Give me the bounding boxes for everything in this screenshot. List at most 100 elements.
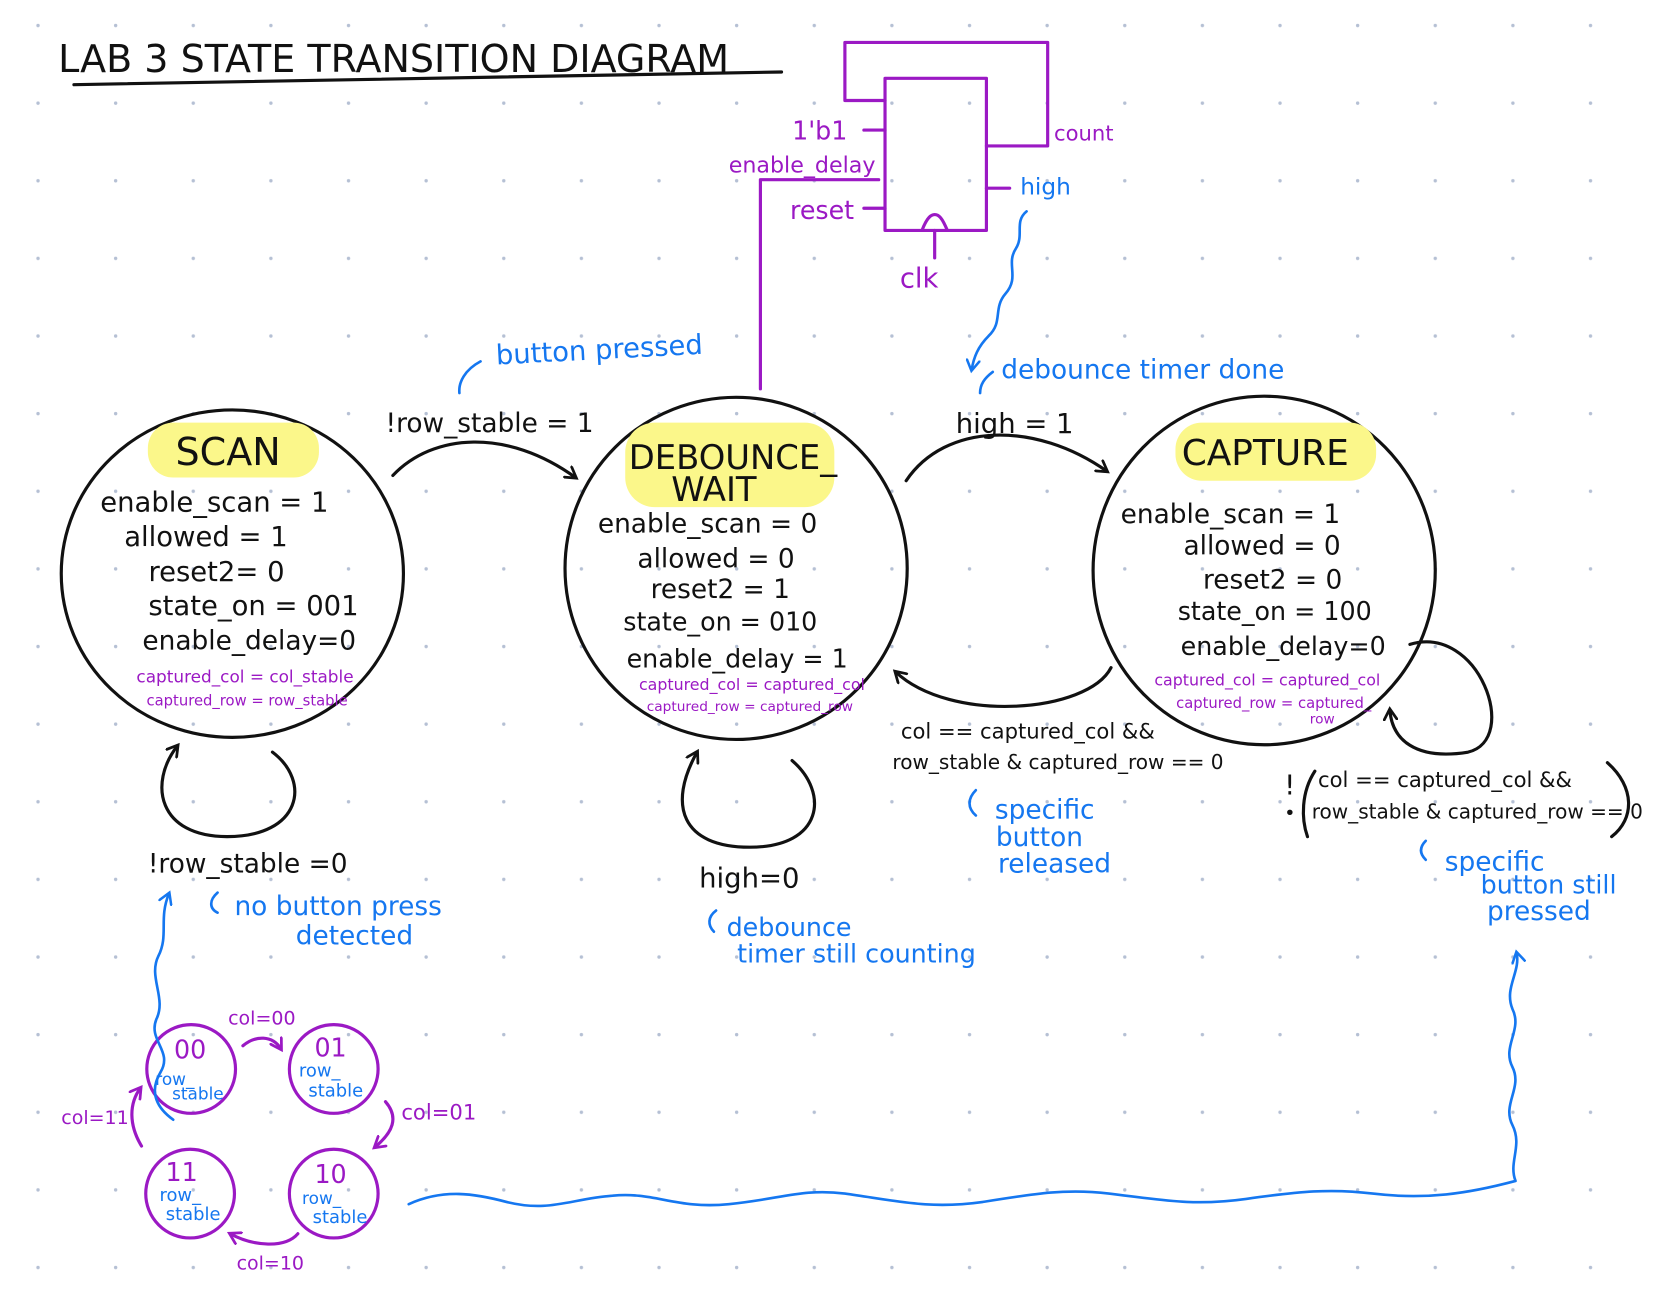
transition-note: debounce timer done [1001, 354, 1284, 385]
capture-line: row [1310, 712, 1335, 728]
transition-note: no button press [234, 891, 441, 922]
edge-label: col=01 [401, 1100, 476, 1125]
output-line: allowed = 1 [124, 522, 287, 553]
enable-delay-wire [758, 178, 881, 391]
transition-debounce-to-capture: high = 1 debounce timer done [904, 354, 1284, 483]
output-line: reset2= 0 [148, 557, 284, 588]
transition-note: timer still counting [737, 938, 976, 968]
high-signal-wavy-arrow [972, 210, 1028, 369]
state-scan: SCAN enable_scan = 1 allowed = 1 reset2=… [59, 408, 406, 739]
debounce-counter-block: count 1'b1 enable_delay reset clk high [729, 40, 1114, 391]
output-line: reset2 = 1 [651, 574, 790, 605]
state-circle [1091, 394, 1437, 747]
transition-condition: !row_stable = 1 [385, 408, 593, 439]
clock-triangle-icon [920, 212, 949, 232]
state-name: DEBOUNCE_ [629, 438, 838, 477]
state-capture: CAPTURE enable_scan = 1 allowed = 0 rese… [1091, 394, 1437, 747]
transition-note: button [996, 822, 1083, 853]
edge-10-to-11 [230, 1234, 300, 1246]
edge-label: col=11 [61, 1107, 128, 1129]
output-line: enable_scan = 0 [598, 508, 818, 539]
output-line: enable_delay=0 [1181, 631, 1386, 661]
capture-line: captured_row = captured_row [647, 699, 853, 715]
output-line: state_on = 001 [148, 591, 358, 622]
state-circle [563, 395, 909, 742]
transition-note: specific [995, 795, 1095, 826]
edge-label: col=00 [228, 1008, 295, 1030]
transition-condition: row_stable & captured_row == 0 [1312, 800, 1643, 824]
transition-debounce-self: high=0 debounce timer still counting [680, 752, 976, 968]
high-output-label: high [1020, 174, 1071, 201]
state-label: row_ [155, 1069, 195, 1090]
output-line: enable_scan = 1 [1121, 499, 1341, 530]
state-code: 00 [174, 1034, 206, 1064]
scanner-state-00 [145, 1023, 238, 1115]
bullet: • [1284, 803, 1295, 825]
output-line: state_on = 010 [623, 607, 817, 637]
output-line: reset2 = 0 [1203, 564, 1342, 595]
const-input-label: 1'b1 [792, 116, 847, 146]
highlight [1175, 422, 1377, 481]
transition-condition: col == captured_col && [901, 718, 1155, 744]
output-line: enable_scan = 1 [100, 487, 328, 518]
open-paren [1301, 769, 1317, 839]
output-line: allowed = 0 [637, 543, 794, 574]
state-label: stable [166, 1204, 221, 1225]
highlight [625, 422, 835, 508]
state-circle [59, 408, 406, 739]
transition-note: pressed [1487, 896, 1591, 927]
scanner-state-11 [144, 1147, 237, 1240]
transition-condition: col == captured_col && [1318, 767, 1572, 793]
row-stable-wavy-arrow [153, 894, 175, 1121]
state-code: 11 [166, 1157, 198, 1187]
scanner-fsm: 00 row_ stable 01 row_ stable 10 row_ st… [61, 1008, 476, 1275]
state-label: stable [308, 1080, 363, 1101]
edge-00-to-01 [241, 1038, 281, 1049]
state-label: stable [313, 1207, 368, 1228]
transition-condition: high=0 [699, 863, 799, 894]
transition-note: specific [1445, 846, 1545, 877]
capture-line: captured_row = captured_ [1176, 695, 1372, 712]
state-code: 10 [314, 1159, 346, 1189]
note-tick [968, 788, 978, 817]
transition-condition: high = 1 [956, 409, 1074, 440]
state-code: 01 [314, 1032, 346, 1062]
arrow [391, 440, 576, 478]
output-line: allowed = 0 [1183, 531, 1340, 562]
capture-line: captured_row = row_stable [147, 693, 348, 710]
state-label: stable [172, 1084, 224, 1104]
reset-input-label: reset [790, 195, 854, 225]
transition-capture-to-debounce: col == captured_col && row_stable & capt… [892, 666, 1224, 880]
arrow [904, 433, 1107, 483]
scanner-state-10 [287, 1147, 380, 1240]
state-label: row_ [159, 1185, 202, 1206]
transition-note: released [998, 849, 1111, 880]
negation: ! [1284, 770, 1295, 801]
note-tick [458, 360, 482, 395]
row-stable-long-wavy-arrow [407, 953, 1518, 1208]
title-underline [72, 70, 784, 87]
capture-line: captured_col = col_stable [136, 666, 353, 687]
state-label: row_ [302, 1188, 342, 1209]
state-name: CAPTURE [1182, 433, 1349, 474]
highlight [147, 422, 319, 478]
enable-input-label: enable_delay [729, 152, 876, 178]
transition-condition: !row_stable =0 [148, 849, 348, 880]
output-line: state_on = 100 [1178, 596, 1372, 626]
clock-label: clk [900, 263, 939, 294]
transition-note: detected [296, 920, 413, 951]
output-line: enable_delay = 1 [627, 644, 848, 674]
state-debounce-wait: DEBOUNCE_ WAIT enable_scan = 0 allowed =… [563, 395, 909, 742]
scanner-state-01 [287, 1023, 380, 1115]
edge-11-to-00 [132, 1088, 144, 1148]
transition-note: button still [1481, 870, 1617, 900]
transition-scan-self: !row_stable =0 no button press detected [148, 746, 442, 951]
note-tick [708, 909, 718, 934]
feedback-wire [843, 40, 1050, 148]
transition-condition: row_stable & captured_row == 0 [892, 750, 1223, 774]
capture-line: captured_col = captured_col [639, 675, 865, 695]
output-line: enable_delay=0 [142, 626, 356, 657]
close-paren [1605, 761, 1631, 839]
